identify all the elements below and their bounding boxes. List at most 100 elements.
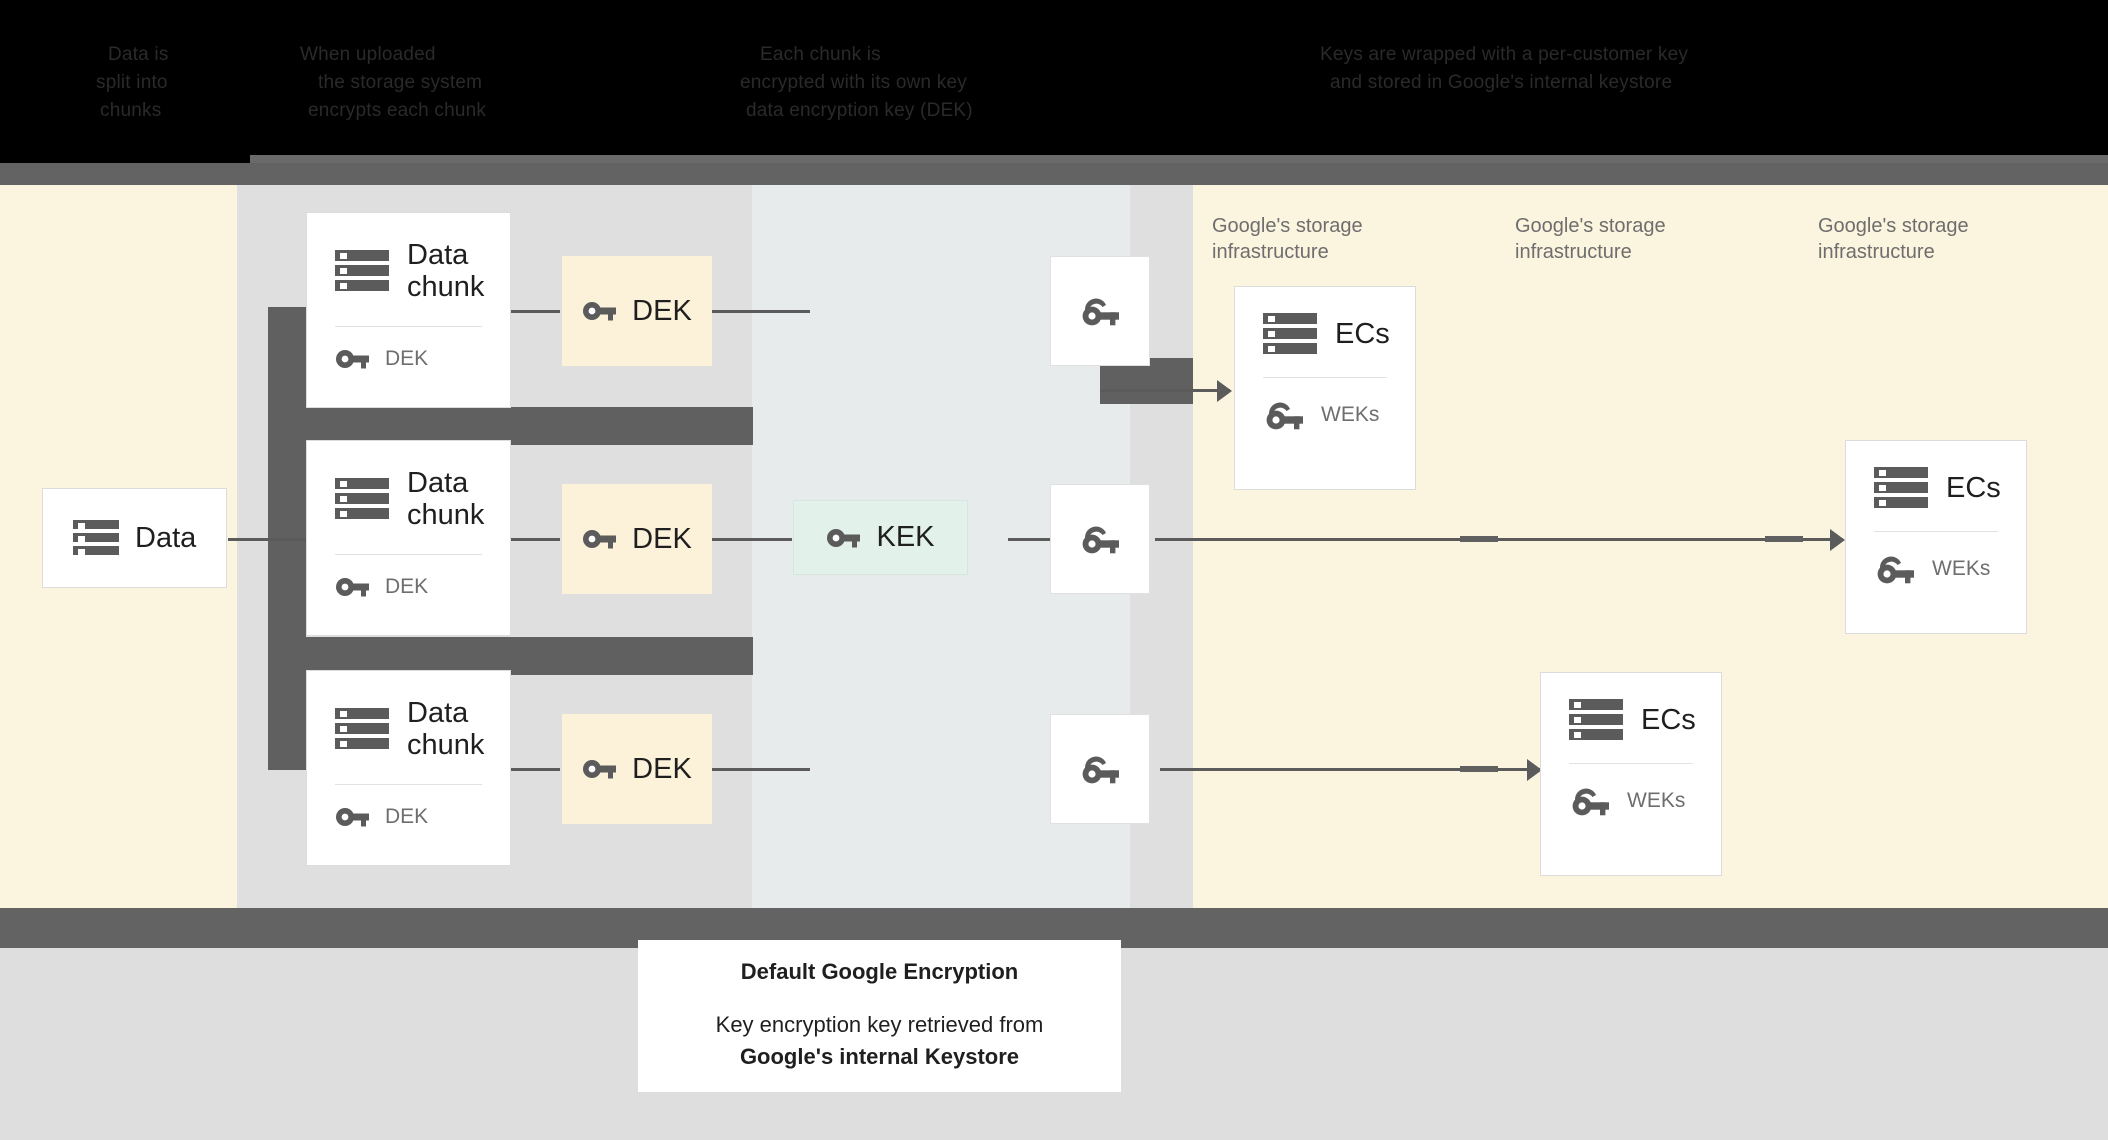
dek-box[interactable]: DEK [562,256,712,366]
obscured-header-line: chunks [100,100,162,121]
obscured-header-line: Keys are wrapped with a per-customer key [1320,44,1689,65]
card-divider [335,783,482,785]
obscured-header-line: and stored in Google's internal keystore [1330,72,1673,93]
wrapped-key-box[interactable] [1050,714,1150,824]
kek-box[interactable]: KEK [793,500,968,575]
dek-label: DEK [632,752,692,785]
obscured-header-text: Data is When uploaded Each chunk is Keys ar… [0,42,2108,134]
caption-body-line2: Google's internal Keystore [739,1044,1020,1069]
ecs-card[interactable]: ECs WEKs [1540,672,1722,876]
chunk-bracket-arm-1 [268,407,753,445]
data-card-label: Data [135,521,197,554]
card-divider [335,325,482,327]
wrapped-key-icon [1082,526,1119,554]
card-divider [1569,763,1693,764]
dek-box[interactable]: DEK [562,714,712,824]
key-icon [583,302,617,321]
storage-label: Google's storage infrastructure [1212,215,1363,263]
arrow-head-to-ecs-3 [1830,529,1845,551]
ecs-card[interactable]: ECs WEKs [1845,440,2027,634]
chunk-bracket-arm-3 [268,732,306,770]
key-icon [583,530,617,549]
header-separator [250,155,2108,163]
arrow-line-to-ecs-1 [1100,389,1230,392]
server-icon [1569,699,1623,741]
chunk-title: Data chunk [407,467,485,532]
wrapped-key-icon [1877,556,1914,584]
caption-body: Key encryption key retrieved from Google… [716,1009,1044,1073]
key-icon [583,760,617,779]
ecs-title: ECs [1641,703,1696,736]
server-icon [1263,313,1317,355]
chunk-bracket-arm-2 [268,637,753,675]
obscured-header-line: the storage system [318,72,483,93]
server-icon [335,478,389,520]
header-separator-bar [0,163,2108,185]
ecs-title: ECs [1335,317,1390,350]
arrow-segment-accent-b [1765,536,1803,542]
arrow-line-to-ecs-3 [1155,538,1843,541]
dek-label: DEK [632,522,692,555]
obscured-header-line: Each chunk is [760,44,881,65]
card-divider [1263,377,1387,378]
ecs-key-label: WEKs [1932,557,1991,580]
card-divider [1874,531,1998,532]
card-divider [335,553,482,555]
ecs-card[interactable]: ECs WEKs [1234,286,1416,490]
server-icon [335,250,389,292]
caption-box: Default Google Encryption Key encryption… [638,940,1121,1092]
connector-dek1-to-wkey1 [712,310,810,313]
data-chunk-card[interactable]: Data chunk DEK [306,670,511,866]
connector-chunk1-to-dek1 [508,310,560,313]
dek-label: DEK [632,294,692,327]
chunk-key-label: DEK [385,574,429,598]
wrapped-key-box[interactable] [1050,484,1150,594]
chunk-title: Data chunk [407,697,485,762]
connector-dek3-to-wkey3 [712,768,810,771]
arrow-head-to-ecs-2 [1527,759,1542,781]
kek-label: KEK [876,521,935,553]
header-dark-band [0,0,2108,160]
arrow-segment-accent-c [1460,766,1498,772]
wrapped-key-icon [1082,756,1119,784]
ecs-title: ECs [1946,471,2001,504]
connector-dek2-to-kek [712,538,792,541]
obscured-header-line: Data is [108,44,169,65]
obscured-header-line: data encryption key (DEK) [746,100,973,121]
connector-chunk3-to-dek3 [508,768,560,771]
server-icon [1874,467,1928,509]
obscured-header-line: encrypts each chunk [308,100,487,121]
connector-chunk2-to-dek2 [508,538,560,541]
data-chunk-card[interactable]: Data chunk DEK [306,440,511,636]
dek-box[interactable]: DEK [562,484,712,594]
key-icon [336,349,369,369]
storage-label: Google's storage infrastructure [1818,215,1969,263]
caption-title: Default Google Encryption [740,959,1019,985]
storage-label: Google's storage infrastructure [1515,215,1666,263]
server-icon [73,520,119,556]
obscured-header-line: encrypted with its own key [740,72,967,93]
connector-kek-to-wkey2 [1008,538,1054,541]
server-icon [335,708,389,750]
ecs-key-label: WEKs [1627,789,1686,812]
chunk-key-label: DEK [385,804,429,828]
key-icon [827,528,861,547]
wrapped-key-icon [1572,788,1609,816]
chunk-title: Data chunk [407,239,485,304]
data-chunk-card[interactable]: Data chunk DEK [306,212,511,408]
data-card[interactable]: Data [42,488,227,588]
wrapped-key-box[interactable] [1050,256,1150,366]
key-icon [336,807,369,827]
arrow-segment-accent-a [1460,536,1498,542]
obscured-header-line: When uploaded [300,44,436,65]
obscured-header-line: split into [96,72,168,93]
ecs-key-label: WEKs [1321,403,1380,426]
chunk-key-label: DEK [385,346,429,370]
caption-body-line1: Key encryption key retrieved from [715,1012,1044,1038]
arrow-head-to-ecs-1 [1217,380,1232,402]
connector-data-to-bracket [228,538,308,541]
wrapped-key-icon [1266,402,1303,430]
wrapped-key-icon [1082,298,1119,326]
arrow-line-to-ecs-2 [1160,768,1540,771]
